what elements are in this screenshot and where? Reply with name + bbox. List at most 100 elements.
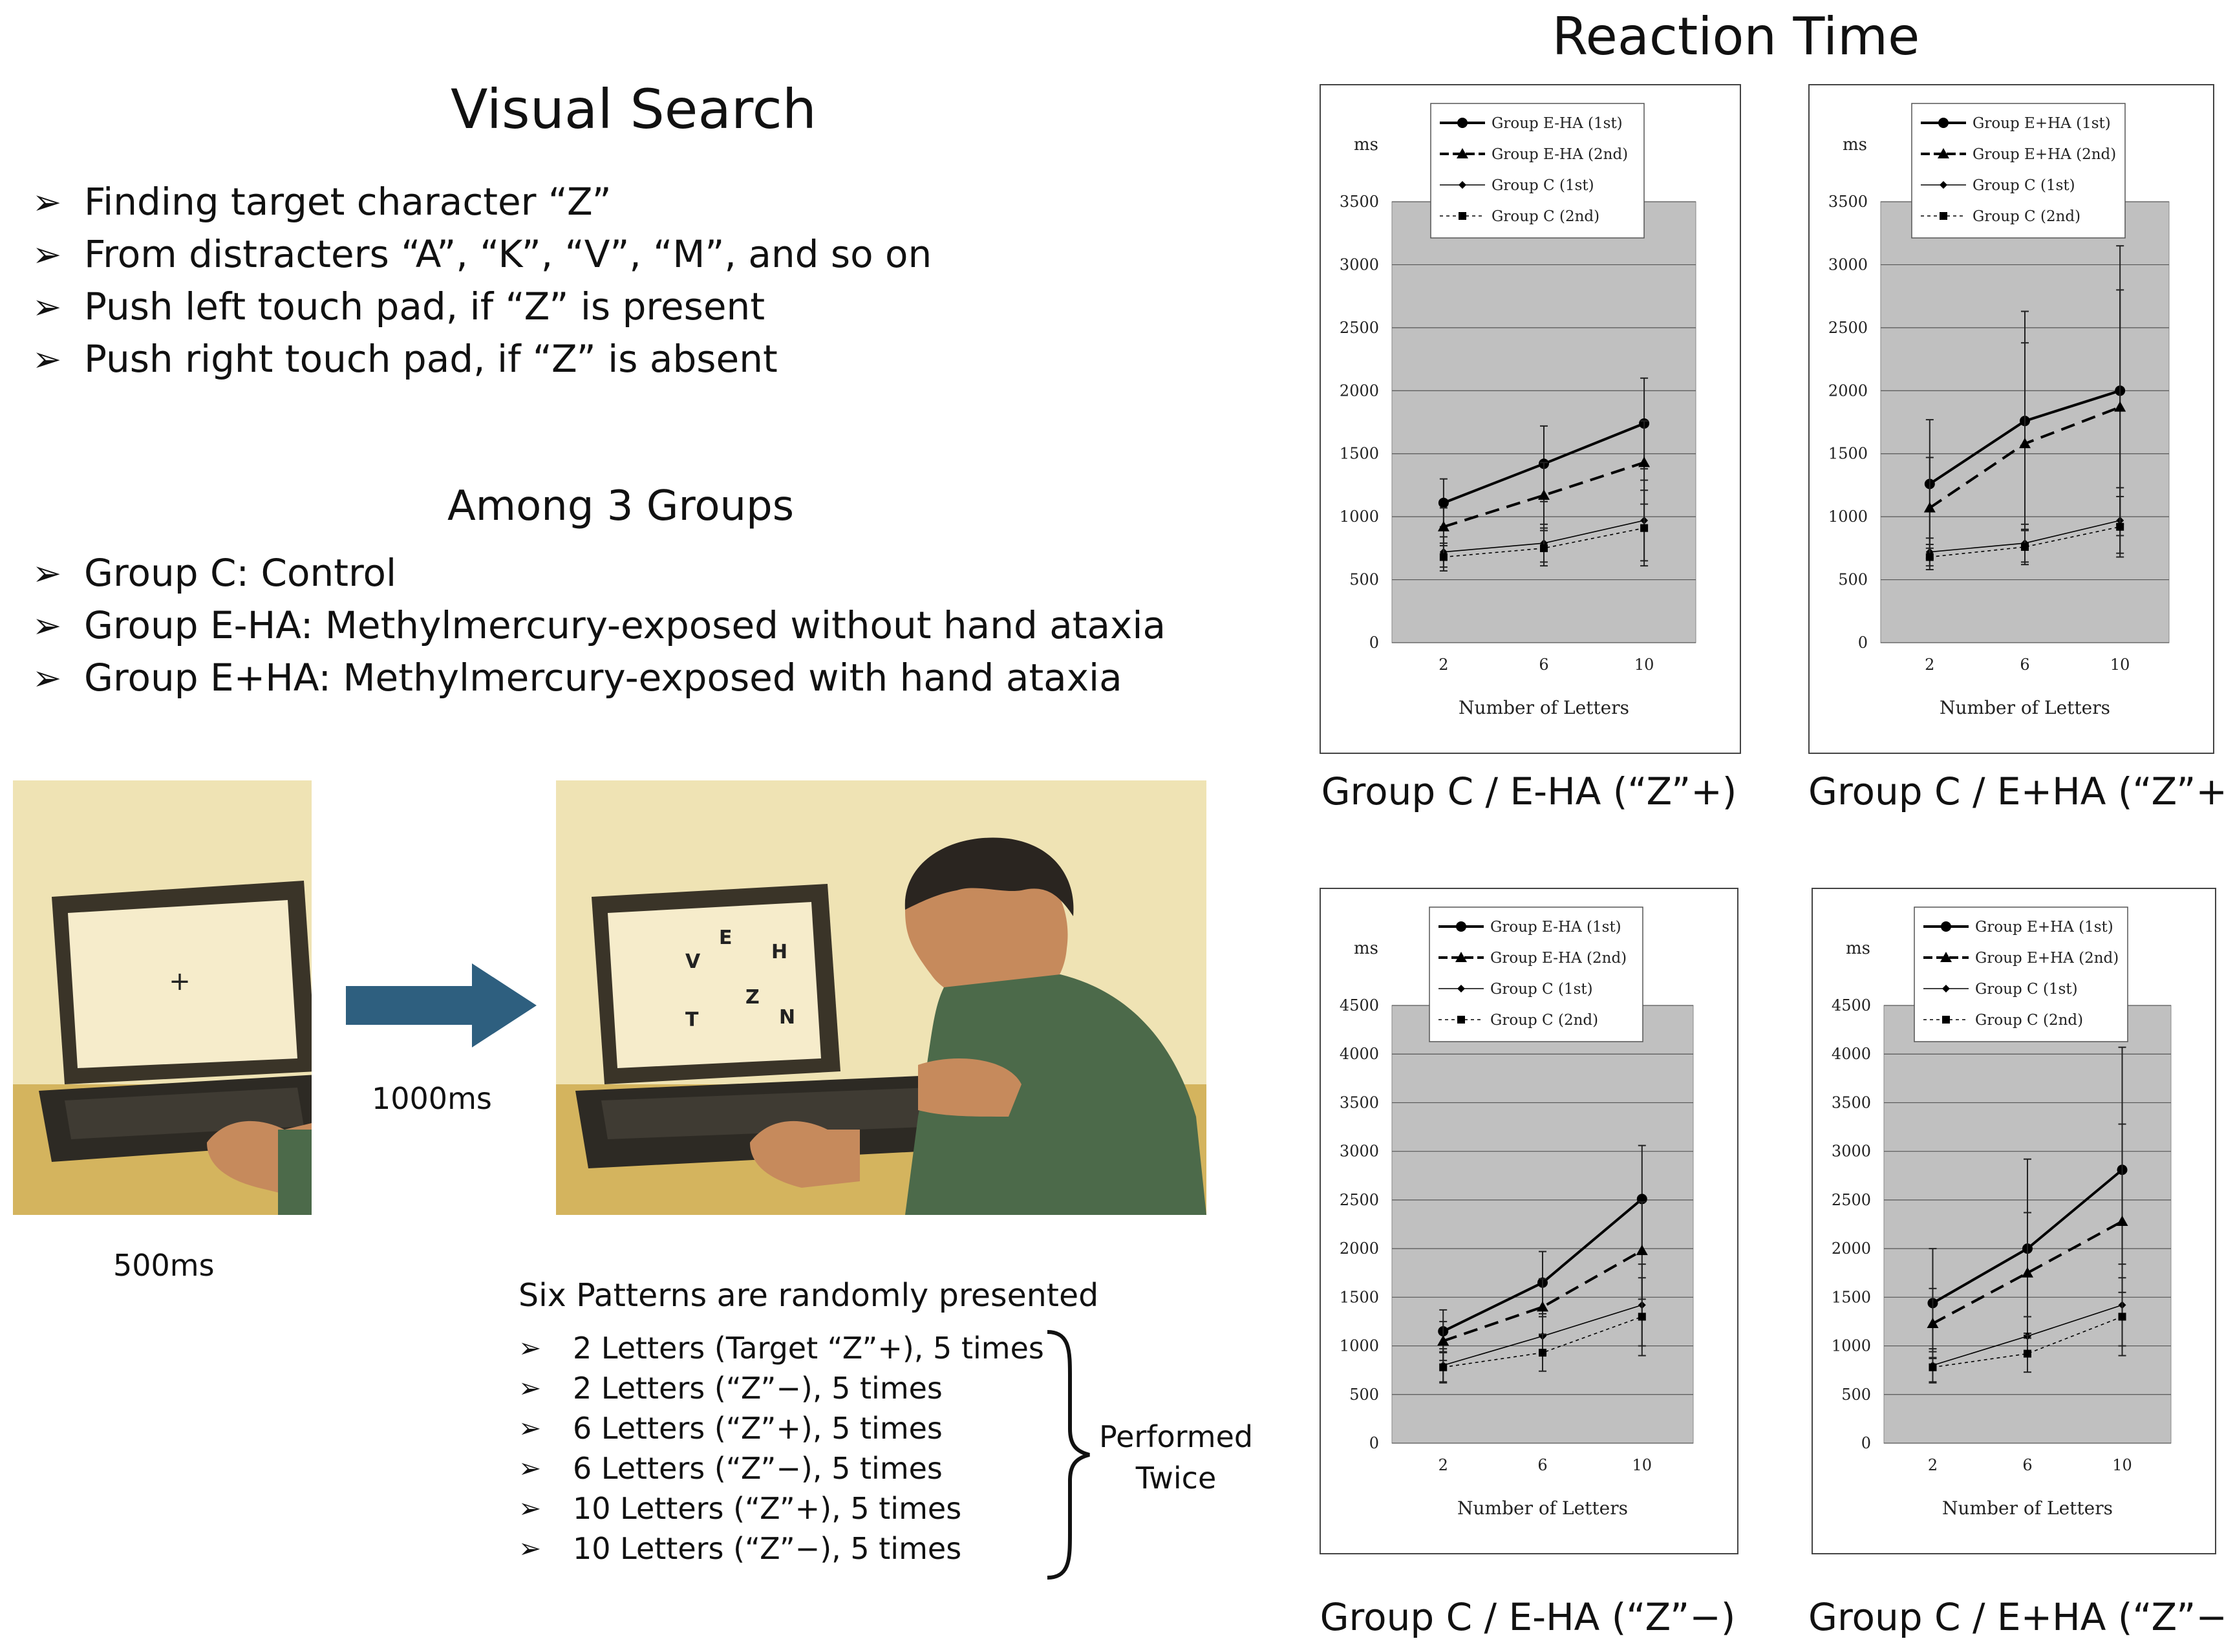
fixation-time-label: 500ms bbox=[113, 1248, 215, 1283]
y-tick-label: 500 bbox=[1838, 571, 1868, 589]
task-bullet: ➢Push left touch pad, if “Z” is present bbox=[32, 281, 932, 333]
chart-caption-1: Group C / E-HA (“Z”+) bbox=[1321, 769, 1737, 813]
series-line bbox=[1932, 1316, 2122, 1368]
pattern-item: ➢10 Letters (“Z”+), 5 times bbox=[519, 1488, 1044, 1529]
right-arrow-icon bbox=[346, 963, 537, 1047]
screen-letter: N bbox=[779, 1006, 795, 1029]
marker-dash-triangle-0 bbox=[1927, 1317, 1939, 1328]
y-tick-label: 3500 bbox=[1340, 193, 1379, 211]
y-axis-label: ms bbox=[1843, 135, 1867, 155]
marker-dash-triangle-1 bbox=[1940, 952, 1952, 962]
x-tick-label: 10 bbox=[1632, 1456, 1652, 1474]
pattern-item: ➢10 Letters (“Z”−), 5 times bbox=[519, 1529, 1044, 1569]
legend-label: Group E+HA (2nd) bbox=[1973, 146, 2116, 163]
group-bullet: ➢Group E-HA: Methylmercury-exposed witho… bbox=[32, 599, 1166, 652]
marker-dash-triangle-1 bbox=[2022, 1267, 2033, 1278]
y-tick-label: 3500 bbox=[1340, 1093, 1379, 1111]
bullet-arrow-icon: ➢ bbox=[32, 658, 62, 698]
x-axis-label: Number of Letters bbox=[1459, 697, 1629, 718]
series-line bbox=[1932, 1220, 2123, 1325]
x-tick-label: 6 bbox=[1537, 1456, 1547, 1474]
group-bullet: ➢Group E+HA: Methylmercury-exposed with … bbox=[32, 652, 1166, 704]
marker-thin-diamond-2 bbox=[1457, 985, 1465, 992]
bullet-arrow-icon: ➢ bbox=[519, 1492, 542, 1524]
marker-dash-triangle-1 bbox=[1538, 489, 1550, 500]
y-tick-label: 1500 bbox=[1832, 1288, 1871, 1306]
pattern-item: ➢2 Letters (Target “Z”+), 5 times bbox=[519, 1328, 1044, 1368]
fixation-scene-illustration: + bbox=[13, 780, 323, 1215]
y-tick-label: 2500 bbox=[1828, 319, 1868, 337]
task-bullet: ➢Push right touch pad, if “Z” is absent bbox=[32, 333, 932, 385]
y-tick-label: 3000 bbox=[1340, 255, 1379, 274]
marker-dotted-square-2 bbox=[1638, 1313, 1646, 1321]
legend: Group E+HA (1st)Group E+HA (2nd)Group C … bbox=[1911, 103, 2126, 239]
bullet-arrow-icon: ➢ bbox=[519, 1372, 542, 1404]
y-tick-label: 500 bbox=[1349, 571, 1379, 589]
y-axis-label: ms bbox=[1354, 135, 1378, 155]
marker-dotted-square-3 bbox=[1457, 1016, 1465, 1024]
bullet-arrow-icon: ➢ bbox=[32, 553, 62, 594]
bullet-arrow-icon: ➢ bbox=[32, 286, 62, 327]
x-tick-label: 10 bbox=[2112, 1456, 2132, 1474]
bullet-arrow-icon: ➢ bbox=[519, 1332, 542, 1364]
legend-label: Group E-HA (1st) bbox=[1490, 919, 1621, 936]
series-3 bbox=[1929, 1277, 2126, 1384]
group-bullet: ➢Group C: Control bbox=[32, 547, 1166, 599]
marker-dash-triangle-0 bbox=[1437, 520, 1449, 531]
marker-solid-circle-0 bbox=[1438, 497, 1449, 508]
y-tick-label: 1000 bbox=[1828, 508, 1868, 526]
y-tick-label: 1000 bbox=[1340, 508, 1379, 526]
legend-label: Group C (2nd) bbox=[1975, 1012, 2083, 1029]
y-tick-label: 500 bbox=[1841, 1386, 1871, 1404]
legend: Group E+HA (1st)Group E+HA (2nd)Group C … bbox=[1914, 906, 2128, 1042]
arrow-time-label: 1000ms bbox=[372, 1081, 492, 1116]
marker-thin-diamond-2 bbox=[1942, 985, 1950, 992]
y-tick-label: 1000 bbox=[1340, 1337, 1379, 1355]
series-line bbox=[1442, 1249, 1643, 1342]
marker-dotted-square-1 bbox=[1540, 544, 1548, 552]
reaction-time-title: Reaction Time bbox=[1552, 6, 1920, 67]
legend-label: Group E-HA (2nd) bbox=[1492, 146, 1628, 163]
x-tick-label: 6 bbox=[2022, 1456, 2032, 1474]
task-bullet-list: ➢Finding target character “Z” ➢From dist… bbox=[32, 176, 932, 385]
bullet-arrow-icon: ➢ bbox=[519, 1532, 542, 1564]
bullet-arrow-icon: ➢ bbox=[32, 182, 62, 222]
marker-dash-triangle-2 bbox=[1636, 1245, 1648, 1256]
brace-icon bbox=[1041, 1325, 1093, 1584]
patterns-list: ➢2 Letters (Target “Z”+), 5 times ➢2 Let… bbox=[519, 1328, 1044, 1569]
chart-caption-3: Group C / E-HA (“Z”−) bbox=[1320, 1595, 1736, 1639]
performed-twice-label: Performed Twice bbox=[1099, 1419, 1254, 1496]
y-tick-label: 4500 bbox=[1340, 996, 1379, 1014]
curly-brace-icon bbox=[1047, 1330, 1090, 1580]
series-line bbox=[1443, 527, 1645, 558]
marker-dotted-square-2 bbox=[1640, 524, 1649, 532]
x-tick-label: 10 bbox=[1634, 656, 1654, 674]
y-tick-label: 4500 bbox=[1832, 996, 1871, 1014]
task-bullet: ➢From distracters “A”, “K”, “V”, “M”, an… bbox=[32, 228, 932, 281]
screen-letter: T bbox=[685, 1009, 699, 1031]
pattern-item: ➢2 Letters (“Z”−), 5 times bbox=[519, 1368, 1044, 1408]
y-tick-label: 4000 bbox=[1832, 1045, 1871, 1063]
legend: Group E-HA (1st)Group E-HA (2nd)Group C … bbox=[1430, 103, 1645, 239]
y-tick-label: 4000 bbox=[1340, 1045, 1379, 1063]
y-tick-label: 3500 bbox=[1832, 1093, 1871, 1111]
marker-dash-triangle-1 bbox=[1537, 1301, 1548, 1312]
search-letters-layer: V E H Z T N bbox=[685, 927, 795, 1031]
fixation-cross-text: + bbox=[169, 967, 191, 996]
y-tick-label: 2500 bbox=[1832, 1191, 1871, 1209]
screen-letter: H bbox=[771, 941, 787, 963]
y-tick-label: 1500 bbox=[1340, 445, 1379, 463]
bullet-arrow-icon: ➢ bbox=[32, 234, 62, 275]
marker-dash-triangle-0 bbox=[1923, 502, 1936, 513]
x-tick-label: 2 bbox=[1928, 1456, 1938, 1474]
series-3 bbox=[1439, 489, 1649, 572]
legend-label: Group C (1st) bbox=[1975, 981, 2078, 998]
series-line bbox=[1443, 461, 1645, 528]
marker-dotted-square-0 bbox=[1929, 1363, 1937, 1371]
y-tick-label: 2000 bbox=[1340, 381, 1379, 400]
